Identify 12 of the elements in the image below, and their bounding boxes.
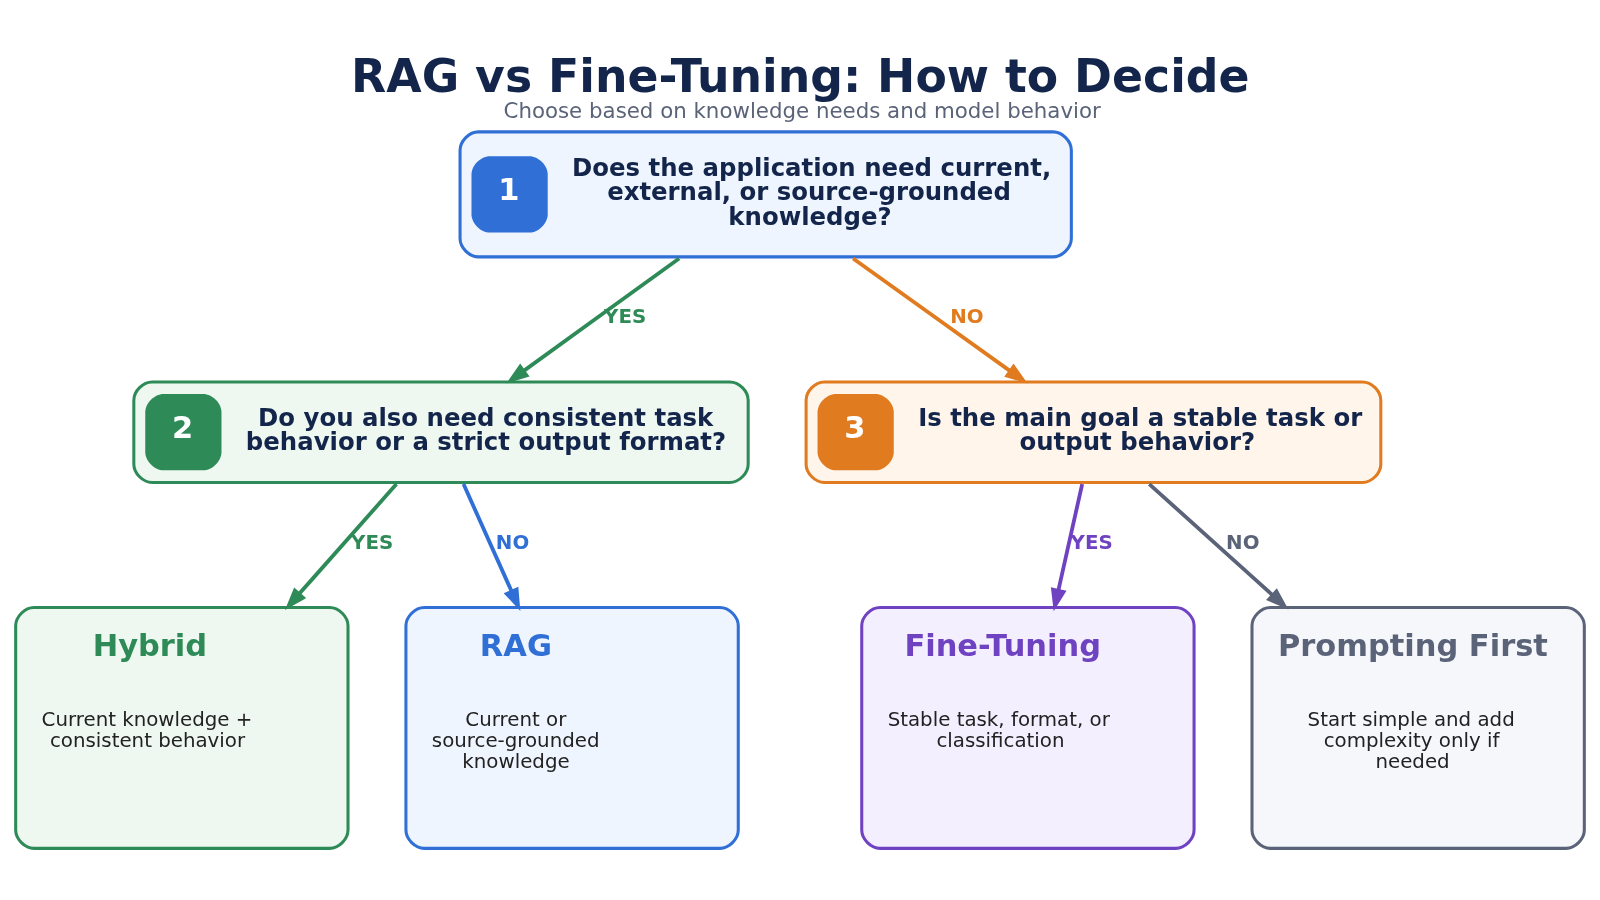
edge-label: YES (1070, 530, 1113, 554)
edge-label: NO (1226, 530, 1260, 554)
arrow (461, 482, 521, 611)
edge-label: YES (604, 304, 647, 328)
arrow (852, 256, 1028, 383)
arrow (284, 482, 398, 610)
arrow (506, 256, 681, 383)
arrow (1148, 482, 1289, 609)
edge-label: NO (950, 304, 984, 328)
arrow (1050, 483, 1085, 611)
edge-label: YES (351, 530, 394, 554)
edge-label: NO (495, 530, 530, 554)
